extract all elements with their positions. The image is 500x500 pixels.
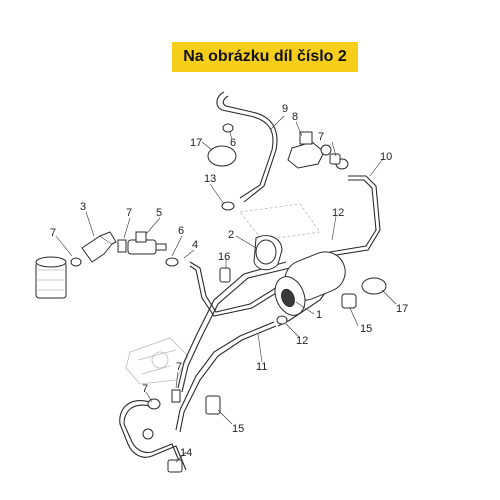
canister-part	[274, 251, 346, 316]
callout-17-right: 17	[396, 303, 408, 315]
bracket-part-2	[253, 235, 283, 271]
callout-3: 3	[80, 201, 86, 213]
callout-5: 5	[156, 207, 162, 219]
callout-8: 8	[292, 111, 298, 123]
callout-7-top-right: 7	[318, 131, 324, 143]
callout-15-bottom: 15	[232, 423, 244, 435]
part-number-banner: Na obrázku díl číslo 2	[172, 42, 358, 72]
elbow-part-3	[81, 231, 117, 263]
callout-4: 4	[192, 239, 198, 251]
callout-7-lower-mid: 7	[176, 361, 182, 373]
callout-15-right: 15	[360, 323, 372, 335]
banner-text: Na obrázku díl číslo 2	[183, 48, 347, 65]
callout-13: 13	[204, 173, 216, 185]
callout-11: 11	[256, 361, 267, 373]
ghost-frame	[125, 203, 321, 385]
callout-12-top: 12	[332, 207, 344, 219]
callout-2: 2	[228, 229, 234, 241]
callout-16: 16	[218, 251, 230, 263]
callout-10: 10	[380, 151, 392, 163]
callout-7-mid: 7	[126, 207, 132, 219]
clamps	[70, 123, 357, 473]
callout-7-lower-left: 7	[142, 383, 148, 395]
clamp-rings	[207, 145, 387, 295]
callout-1: 1	[316, 309, 322, 321]
callout-6-top: 6	[230, 137, 236, 149]
callout-12-bottom: 12	[296, 335, 308, 347]
callout-7-left: 7	[50, 227, 56, 239]
sensor-part-8	[287, 131, 332, 169]
leader-lines	[55, 115, 397, 463]
valve-part-5	[127, 231, 167, 255]
callout-17-top: 17	[190, 137, 202, 149]
callout-14: 14	[180, 447, 192, 459]
callout-6-mid: 6	[178, 225, 184, 237]
callout-9: 9	[282, 103, 288, 115]
fuel-pump-part	[35, 256, 67, 299]
callout-labels: 1 2 3 4 5 6 6 7 7 7 7 7 8 9 10 11 12 12 …	[50, 103, 408, 459]
